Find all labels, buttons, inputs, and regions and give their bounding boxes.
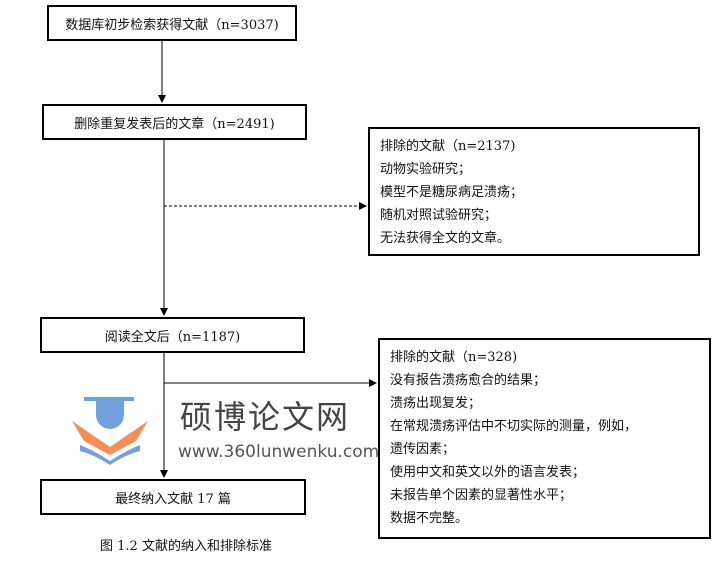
box-exclusion-1: 排除的文献（n=2137) 动物实验研究； 模型不是糖尿病足溃疡； 随机对照试验… — [368, 127, 700, 256]
exclusion-item: 排除的文献（n=2137) — [380, 139, 516, 154]
figure-caption: 图 1.2 文献的纳入和排除标准 — [100, 539, 272, 554]
exclusion-item: 没有报告溃疡愈合的结果； — [390, 373, 547, 388]
watermark-name: 硕博论文网 — [180, 398, 351, 436]
box-text: 阅读全文后（n=1187) — [104, 329, 241, 345]
exclusion-item: 使用中文和英文以外的语言发表； — [390, 465, 586, 480]
exclusion-item: 数据不完整。 — [390, 511, 469, 526]
box-text: 最终纳入文献 17 篇 — [115, 491, 231, 507]
exclusion-item: 溃疡出现复发； — [390, 396, 482, 411]
box-initial-search: 数据库初步检索获得文献（n=3037) — [47, 5, 297, 41]
box-fulltext: 阅读全文后（n=1187) — [40, 317, 305, 353]
box-final: 最终纳入文献 17 篇 — [40, 479, 306, 515]
exclusion-item: 遗传因素； — [390, 442, 456, 457]
box-text: 数据库初步检索获得文献（n=3037) — [65, 17, 279, 33]
exclusion-item: 在常规溃疡评估中不切实际的测量，例如， — [390, 419, 638, 434]
exclusion-item: 排除的文献（n=328) — [390, 350, 518, 365]
exclusion-item: 随机对照试验研究； — [380, 208, 498, 223]
exclusion-item: 模型不是糖尿病足溃疡； — [380, 185, 524, 200]
exclusion-item: 动物实验研究； — [380, 162, 472, 177]
exclusion-item: 无法获得全文的文章。 — [380, 231, 511, 246]
exclusion-item: 未报告单个因素的显著性水平； — [390, 488, 573, 503]
box-deduplicated: 删除重复发表后的文章（n=2491) — [42, 104, 307, 140]
watermark-url: www.360lunwenku.com — [178, 442, 380, 462]
box-exclusion-2: 排除的文献（n=328) 没有报告溃疡愈合的结果； 溃疡出现复发； 在常规溃疡评… — [378, 338, 711, 539]
box-text: 删除重复发表后的文章（n=2491) — [74, 116, 275, 132]
watermark-logo-icon — [72, 397, 148, 465]
